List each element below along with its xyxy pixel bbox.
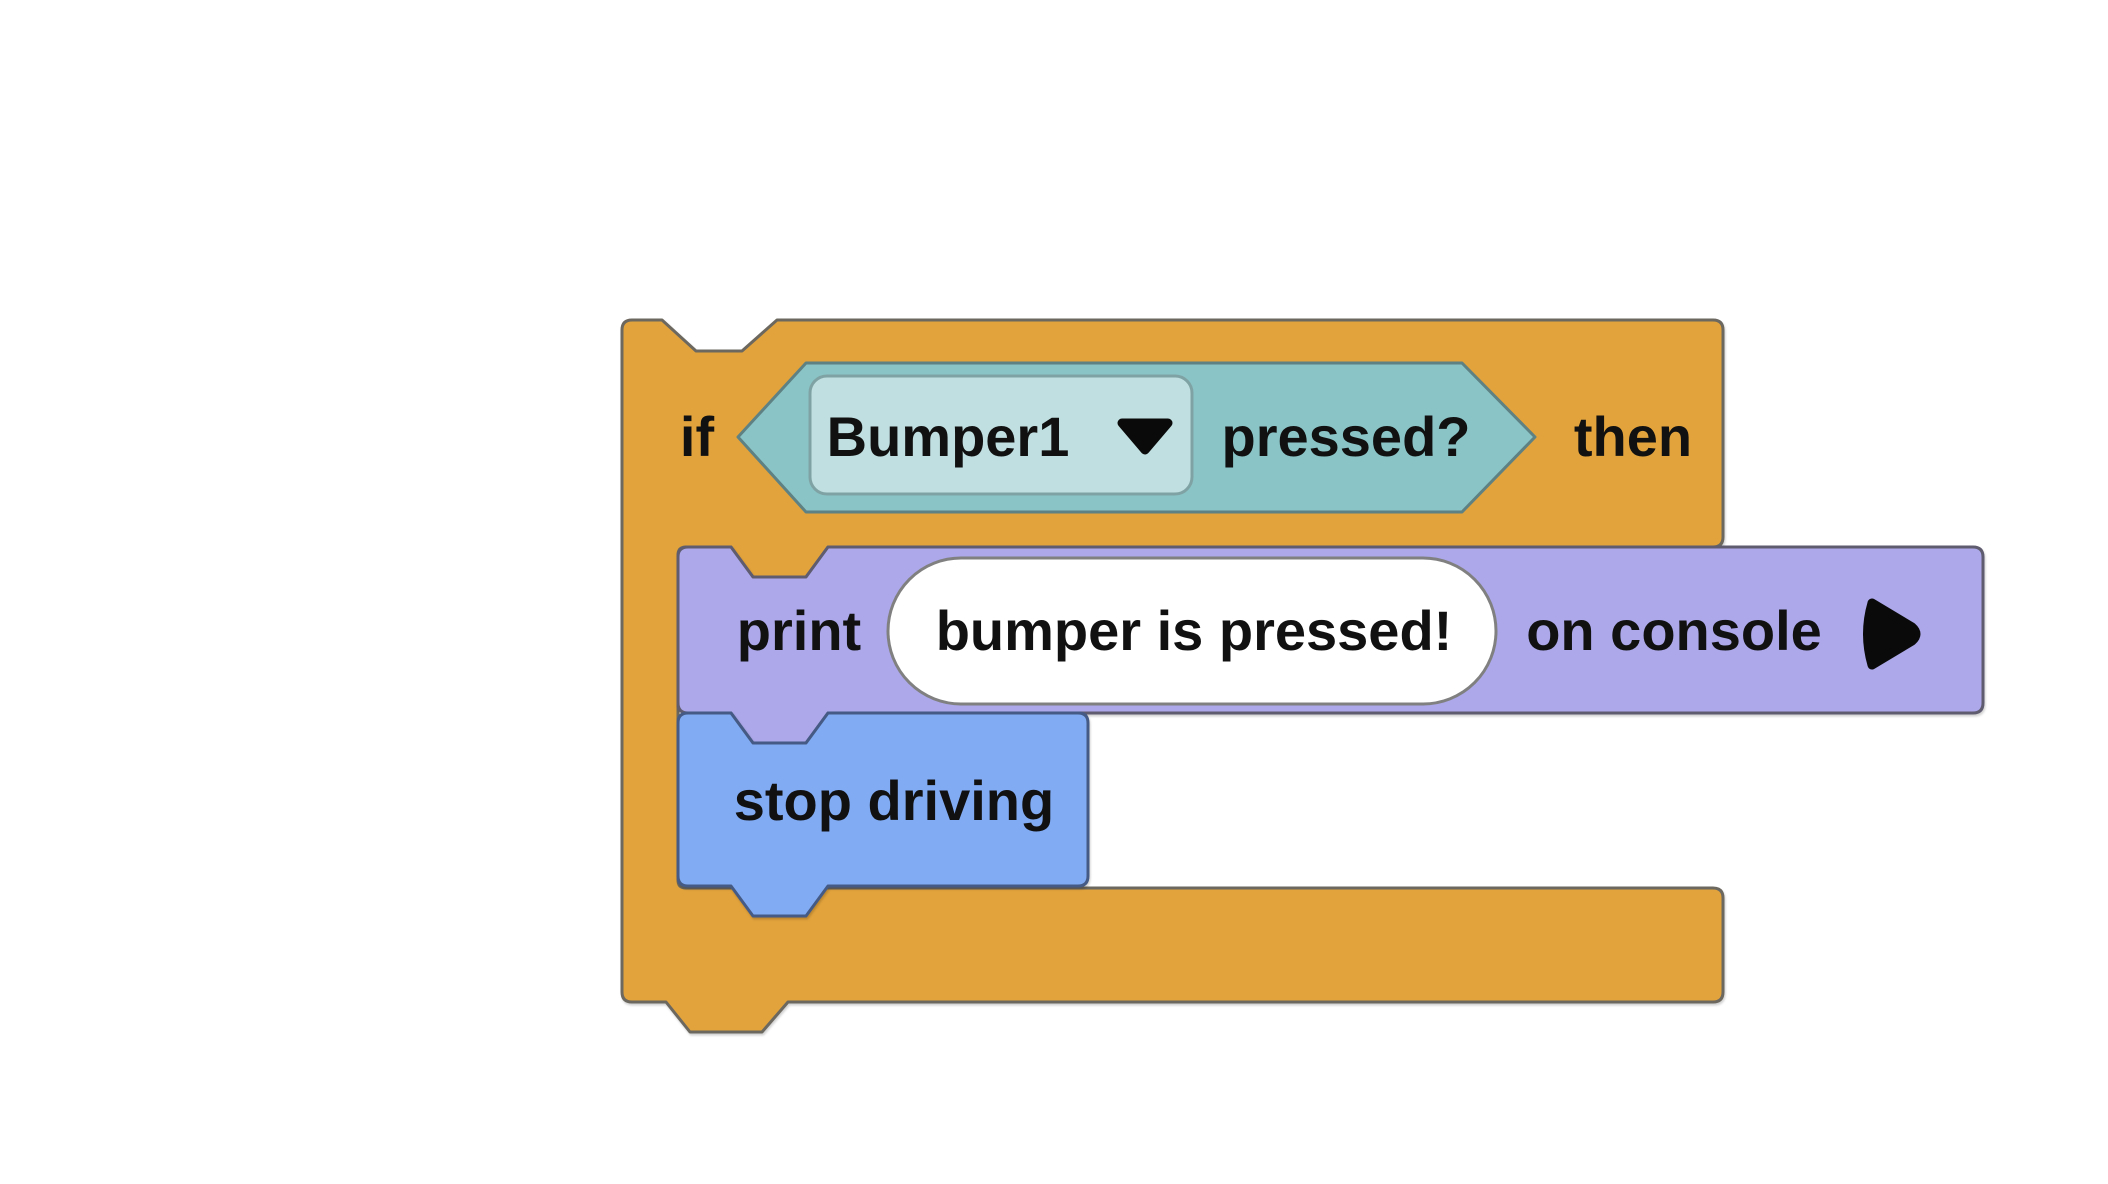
condition-pressed-label: pressed? (1222, 405, 1471, 468)
then-keyword-label: then (1574, 405, 1692, 468)
chevron-down-icon[interactable] (1117, 418, 1173, 455)
if-then-block[interactable]: if then Bumper1 pressed? (620, 318, 1725, 1034)
print-on-console-label: on console (1526, 599, 1822, 662)
print-block[interactable]: print bumper is pressed! on console (676, 545, 1985, 745)
stop-driving-block[interactable]: stop driving (676, 711, 1090, 918)
stop-driving-block-body[interactable] (676, 711, 1090, 918)
print-keyword-label: print (737, 599, 861, 662)
if-keyword-label: if (680, 405, 715, 468)
bumper-pressed-condition-block[interactable]: Bumper1 pressed? (736, 361, 1537, 514)
device-dropdown-field[interactable] (808, 374, 1194, 496)
device-dropdown-value: Bumper1 (827, 405, 1070, 468)
print-value-text: bumper is pressed! (936, 599, 1453, 662)
stop-driving-label: stop driving (734, 769, 1054, 832)
device-dropdown[interactable]: Bumper1 (808, 374, 1194, 496)
expand-triangle-icon[interactable] (1863, 598, 1921, 670)
print-value-input[interactable]: bumper is pressed! (886, 556, 1498, 706)
print-value-oval[interactable] (886, 556, 1498, 706)
